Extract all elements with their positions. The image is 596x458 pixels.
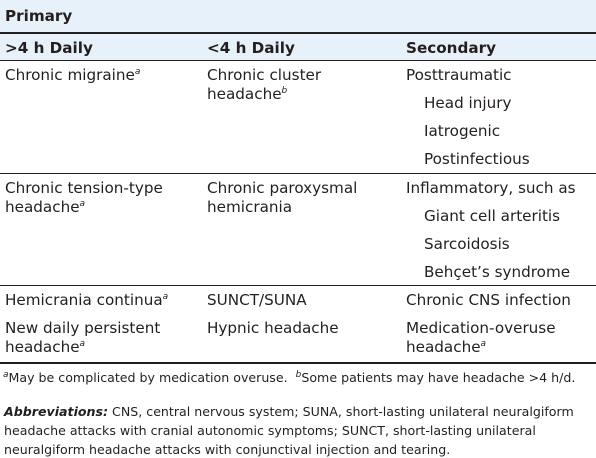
cell-chronic-cns-infection: Chronic CNS infection (406, 291, 571, 309)
cell-new-daily-persistent-l1: New daily persistent (5, 319, 161, 337)
cell-chronic-tension-l2: headachea (5, 198, 86, 216)
cell-chronic-paroxysmal-l1: Chronic paroxysmal (207, 179, 358, 197)
cell-hemicrania-continua: Hemicrania continuaa (5, 291, 169, 309)
abbreviations-line-2: headache attacks with cranial autonomic … (4, 423, 536, 438)
column-header-band (0, 34, 596, 60)
cell-chronic-migraine: Chronic migrainea (5, 66, 141, 84)
cell-iatrogenic: Iatrogenic (424, 122, 501, 140)
abbreviations-line-3: neuralgiform headache attacks with conju… (4, 442, 451, 457)
cell-chronic-cluster-l2: headacheb (207, 85, 288, 103)
cell-behcets: Behçet’s syndrome (424, 263, 571, 281)
cell-giant-cell-arteritis: Giant cell arteritis (424, 207, 561, 225)
table-bottom-rule (0, 362, 596, 364)
cell-posttraumatic: Posttraumatic (406, 66, 512, 84)
col-header-under-4h: <4 h Daily (207, 39, 295, 57)
cell-medication-overuse-l1: Medication-overuse (406, 319, 556, 337)
cell-sunct-suna: SUNCT/SUNA (207, 291, 307, 309)
col-header-secondary: Secondary (406, 39, 496, 57)
primary-header-band (0, 0, 596, 32)
row-divider-1 (0, 173, 596, 174)
primary-group-header: Primary (5, 7, 73, 25)
cell-postinfectious: Postinfectious (424, 150, 530, 168)
column-header-rule (0, 60, 596, 61)
cell-medication-overuse-l2: headachea (406, 338, 487, 356)
cell-new-daily-persistent-l2: headachea (5, 338, 86, 356)
row-divider-2 (0, 285, 596, 286)
cell-hypnic-headache: Hypnic headache (207, 319, 339, 337)
abbreviations-line-1: Abbreviations: CNS, central nervous syst… (4, 404, 574, 419)
cell-chronic-paroxysmal-l2: hemicrania (207, 198, 293, 216)
header-divider (0, 32, 596, 34)
cell-chronic-cluster-l1: Chronic cluster (207, 66, 322, 84)
cell-inflammatory: Inflammatory, such as (406, 179, 576, 197)
cell-head-injury: Head injury (424, 94, 512, 112)
cell-sarcoidosis: Sarcoidosis (424, 235, 510, 253)
col-header-over-4h: >4 h Daily (5, 39, 93, 57)
footnotes: aMay be complicated by medication overus… (3, 369, 576, 385)
cell-chronic-tension-l1: Chronic tension-type (5, 179, 163, 197)
